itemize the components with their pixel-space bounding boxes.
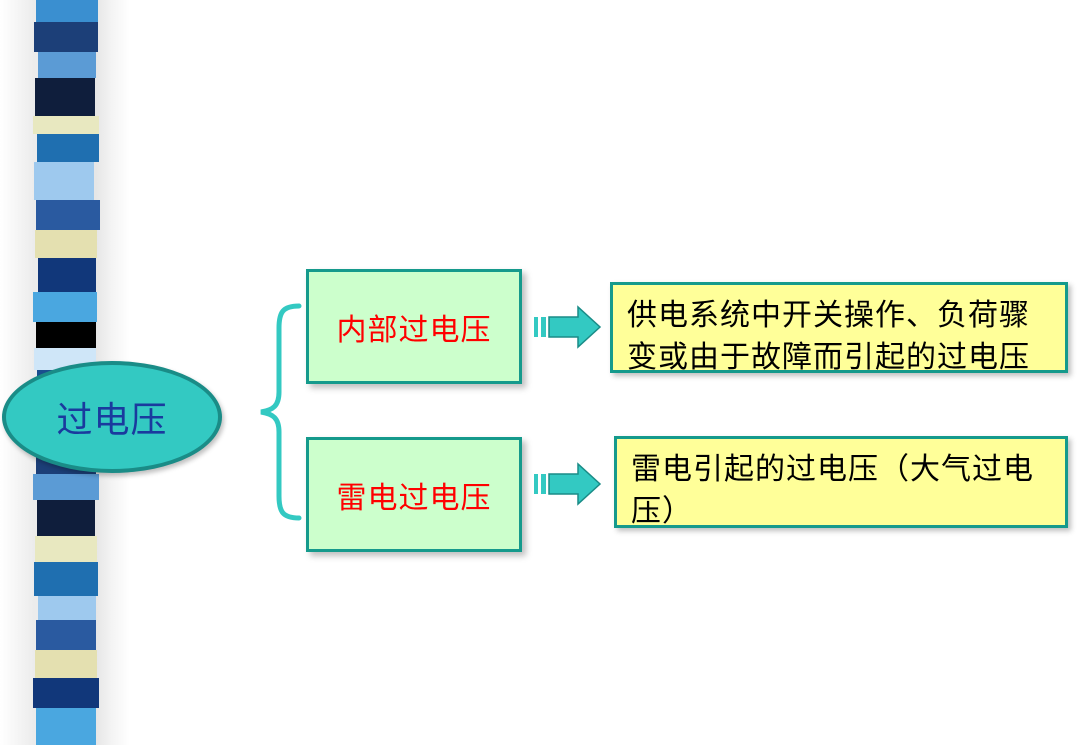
right-arrow-icon — [534, 305, 602, 349]
stripe-segment — [38, 258, 96, 292]
stripe-segment — [33, 678, 99, 708]
stripe-segment — [38, 596, 96, 620]
stripe-segment — [35, 536, 97, 562]
category-label: 内部过电压 — [336, 312, 492, 348]
root-node-label: 过电压 — [56, 400, 168, 441]
description-box-internal: 供电系统中开关操作、负荷骤 变或由于故障而引起的过电压 — [610, 282, 1068, 375]
description-box-lightning: 雷电引起的过电压（大气过电 压） — [614, 436, 1068, 529]
stripe-segment — [35, 650, 97, 678]
curly-brace — [260, 303, 302, 521]
category-box-internal-overvoltage: 内部过电压 — [306, 269, 522, 384]
description-line: 压） — [631, 494, 693, 529]
category-box-lightning-overvoltage: 雷电过电压 — [306, 437, 522, 552]
stripe-segment — [33, 116, 99, 134]
stripe-segment — [36, 620, 96, 650]
stripe-segment — [36, 200, 100, 230]
stripe-segment — [34, 22, 98, 52]
description-line: 变或由于故障而引起的过电压 — [627, 340, 1030, 375]
stripe-segment — [33, 474, 99, 500]
stripe-segment — [35, 78, 95, 116]
stripe-segment — [36, 0, 98, 22]
stripe-segment — [34, 162, 94, 200]
stripe-segment — [36, 322, 96, 348]
description-line: 雷电引起的过电压（大气过电 — [631, 452, 1034, 487]
stripe-segment — [33, 292, 97, 322]
stripe-segment — [38, 52, 96, 78]
stripe-segment — [37, 500, 95, 536]
category-label: 雷电过电压 — [336, 480, 492, 516]
stripe-segment — [37, 134, 99, 162]
right-arrow-icon — [534, 462, 602, 506]
stripe-segment — [35, 230, 97, 258]
stripe-segment — [36, 708, 96, 745]
description-line: 供电系统中开关操作、负荷骤 — [627, 298, 1030, 333]
stripe-segment — [34, 562, 98, 596]
root-node-overvoltage: 过电压 — [2, 361, 222, 473]
